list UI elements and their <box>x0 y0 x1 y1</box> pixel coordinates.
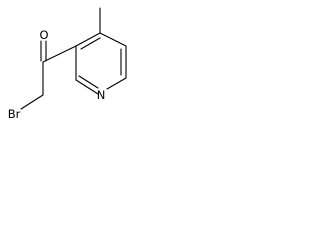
ring-bond-c2-c3-inner <box>80 37 101 50</box>
ring-bond-c3-c4 <box>99 32 127 47</box>
ring-bond-c6-n-inner <box>78 75 99 89</box>
ring-bond-c5-c6 <box>106 77 127 90</box>
nitrogen-atom-label: N <box>97 88 106 102</box>
bromine-atom-label: Br <box>8 107 21 121</box>
bond-ring-carbonyl <box>42 45 77 63</box>
atom-labels: O N Br <box>8 28 106 121</box>
bond-ch2-bromine <box>20 94 44 110</box>
oxygen-atom-label: O <box>39 28 48 42</box>
ring-bond-c6-n <box>75 79 99 95</box>
ring-bond-c2-c3 <box>75 32 101 47</box>
chemical-structure-diagram: O N Br <box>8 7 127 121</box>
bonds <box>20 7 127 110</box>
